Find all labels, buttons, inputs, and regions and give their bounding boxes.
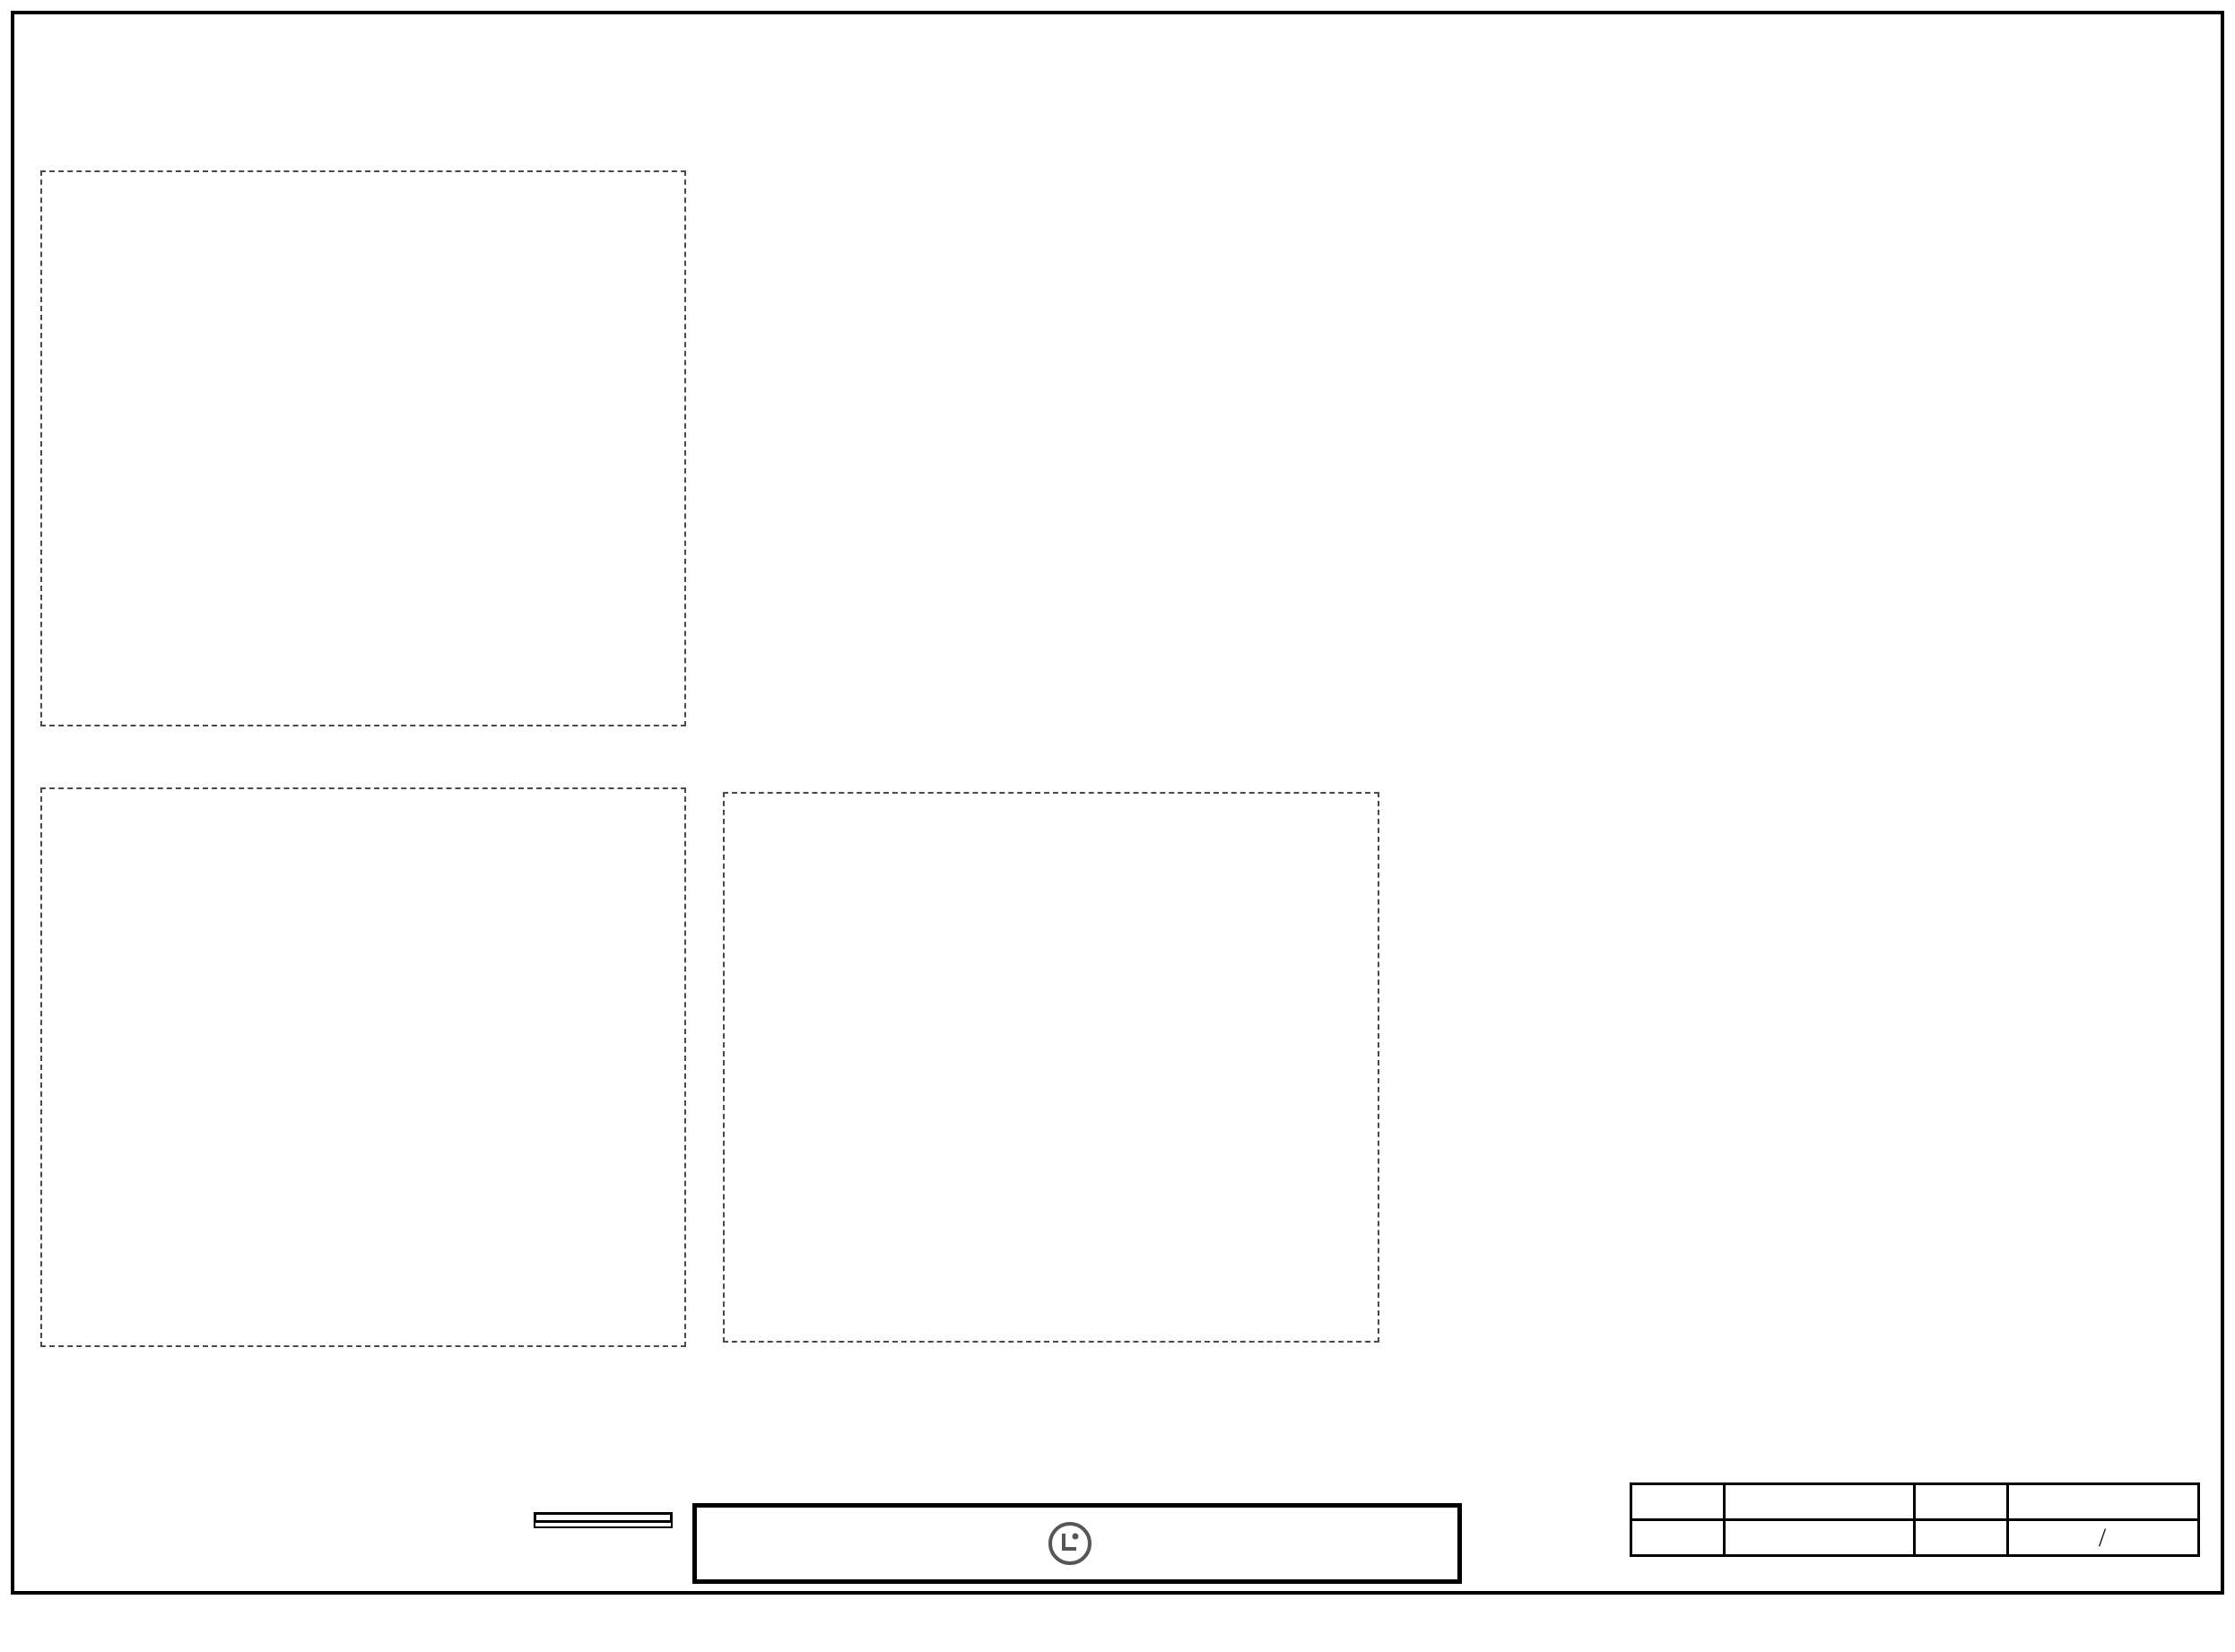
title-block: / <box>1630 1478 2200 1557</box>
sheet-label <box>1913 1518 2009 1557</box>
block-value <box>1723 1518 1916 1557</box>
sheet-slash: / <box>2098 1522 2109 1552</box>
lg-logo-box <box>692 1503 1462 1584</box>
ddc-network-1 <box>1523 202 1702 381</box>
hdmi2-schematic <box>42 789 684 1345</box>
side-hdmi-schematic <box>725 794 1378 1341</box>
secret-stamp-block <box>534 1512 673 1528</box>
hdmi2-block <box>40 787 686 1347</box>
date-value <box>2006 1482 2200 1521</box>
date-label <box>1913 1482 2009 1521</box>
model-value <box>1723 1482 1916 1521</box>
title-block-table: / <box>1630 1482 2200 1557</box>
page-border <box>11 11 2224 1595</box>
ddc-network-3 <box>1523 677 1702 856</box>
cec-schematic <box>848 143 1350 610</box>
lg-brand-text <box>534 1523 673 1528</box>
model-label <box>1630 1482 1726 1521</box>
sheet-value: / <box>2006 1518 2200 1557</box>
hdmi1-schematic <box>42 172 684 725</box>
block-label <box>1630 1518 1726 1557</box>
side-hdmi-block <box>723 792 1379 1343</box>
ddc-network-2 <box>1523 444 1702 623</box>
hdmi1-block <box>40 170 686 726</box>
secret-stamp <box>534 1512 673 1523</box>
lg-logo <box>1048 1522 1091 1565</box>
